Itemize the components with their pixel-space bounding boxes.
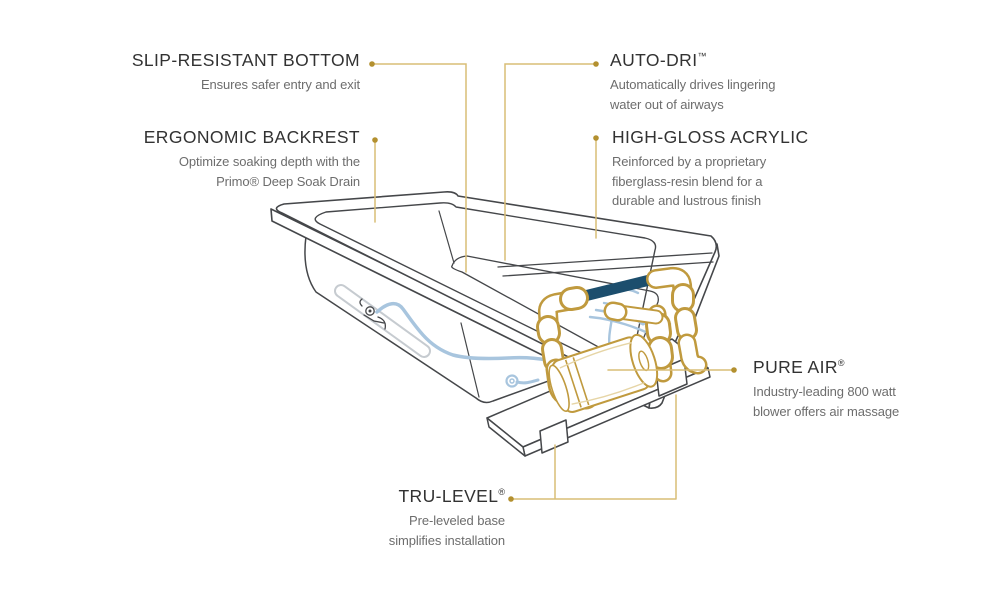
callout-dot-slip-resistant-bottom bbox=[369, 61, 375, 67]
leveler-foot-left bbox=[539, 419, 569, 454]
air-intake-spiral bbox=[505, 374, 540, 388]
callout-description-line: fiberglass-resin blend for a bbox=[612, 173, 763, 189]
callout-line-slip-resistant-bottom bbox=[371, 63, 467, 273]
callout-dot-ergonomic-backrest bbox=[372, 137, 378, 143]
callout-description-line: Industry-leading 800 watt bbox=[753, 384, 896, 400]
callout-description: Reinforced by a proprietary fiberglass-r… bbox=[612, 152, 852, 211]
callout-description: Optimize soaking depth with the Primo® D… bbox=[100, 152, 360, 191]
callout-title: PURE AIR® bbox=[753, 357, 845, 377]
callout-dot-tru-level bbox=[508, 496, 514, 502]
callout-title: AUTO-DRI™ bbox=[610, 50, 707, 70]
callout-line-auto-dri bbox=[504, 63, 597, 261]
callout-description: Ensures safer entry and exit bbox=[100, 75, 360, 95]
callout-dot-auto-dri bbox=[593, 61, 599, 67]
callout-description-line: water out of airways bbox=[610, 96, 724, 112]
rim-underside-edges bbox=[497, 252, 714, 277]
callout-line-tru-level bbox=[510, 394, 677, 500]
callout-description: Automatically drives lingering water out… bbox=[610, 75, 850, 114]
callout-auto-dri: AUTO-DRI™ Automatically drives lingering… bbox=[610, 50, 850, 114]
overflow-slot bbox=[334, 284, 431, 358]
callout-description-line: Ensures safer entry and exit bbox=[200, 77, 360, 93]
callout-description-line: Optimize soaking depth with the bbox=[178, 154, 360, 170]
callout-description-line: blower offers air massage bbox=[753, 403, 900, 419]
callout-title: HIGH-GLOSS ACRYLIC bbox=[612, 127, 809, 147]
drain-valve bbox=[359, 298, 386, 330]
callout-description-line: Reinforced by a proprietary bbox=[612, 154, 767, 170]
air-blower bbox=[548, 333, 659, 413]
callout-title: TRU-LEVEL® bbox=[398, 486, 505, 506]
callout-dot-high-gloss-acrylic bbox=[593, 135, 599, 141]
callout-ergonomic-backrest: ERGONOMIC BACKREST Optimize soaking dept… bbox=[100, 127, 360, 191]
callout-pure-air: PURE AIR® Industry-leading 800 watt blow… bbox=[753, 357, 983, 421]
callout-description-line: Primo® Deep Soak Drain bbox=[216, 173, 360, 189]
callout-lines bbox=[371, 63, 735, 500]
callout-title: SLIP-RESISTANT BOTTOM bbox=[131, 50, 360, 70]
callout-description-line: simplifies installation bbox=[388, 532, 505, 548]
callout-tru-level: TRU-LEVEL® Pre-leveled base simplifies i… bbox=[285, 486, 505, 550]
callout-high-gloss-acrylic: HIGH-GLOSS ACRYLIC Reinforced by a propr… bbox=[612, 127, 852, 211]
drain-hose bbox=[375, 302, 549, 362]
callout-title: ERGONOMIC BACKREST bbox=[143, 127, 360, 147]
callout-description-line: Automatically drives lingering bbox=[610, 77, 776, 93]
callout-dots bbox=[369, 61, 737, 502]
callout-dot-pure-air bbox=[731, 367, 737, 373]
callout-description: Industry-leading 800 watt blower offers … bbox=[753, 382, 983, 421]
callout-description: Pre-leveled base simplifies installation bbox=[285, 511, 505, 550]
callout-description-line: durable and lustrous finish bbox=[612, 193, 762, 209]
callout-description-line: Pre-leveled base bbox=[409, 513, 505, 529]
callout-slip-resistant-bottom: SLIP-RESISTANT BOTTOM Ensures safer entr… bbox=[100, 50, 360, 95]
